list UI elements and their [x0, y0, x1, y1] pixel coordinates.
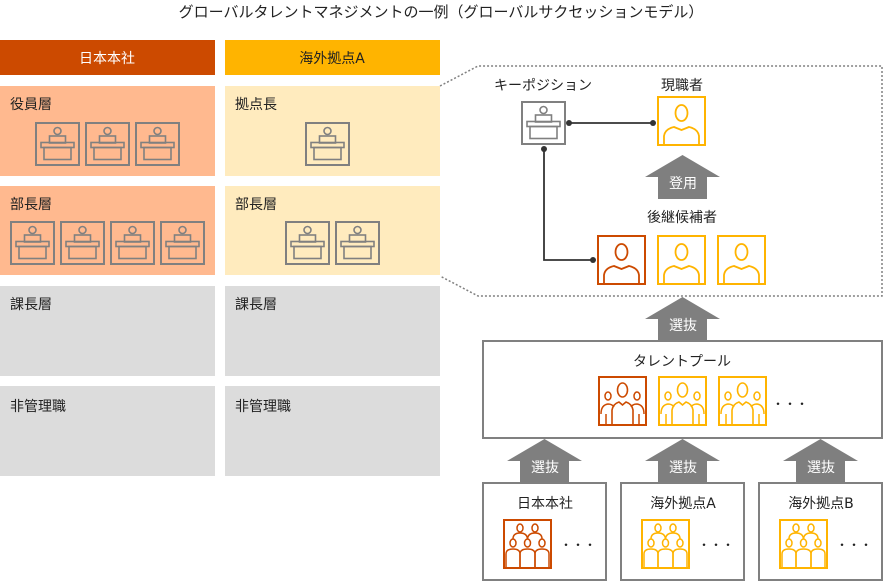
select-label: 選抜 [669, 460, 697, 476]
row-label: 課長層 [235, 297, 277, 313]
succession-callout: キーポジション 現職者 登用 後継候補者 [439, 65, 883, 297]
person-icon [657, 235, 706, 285]
person-icon [597, 235, 646, 285]
column-header: 日本本社 [79, 51, 135, 67]
ellipsis: ・・・ [772, 397, 808, 411]
promote-label: 登用 [669, 176, 697, 192]
source-overseas-b: 選抜 海外拠点B ・・・ [758, 439, 883, 581]
key-position-label: キーポジション [494, 78, 592, 94]
select-label: 選抜 [807, 460, 835, 476]
source-label: 海外拠点B [788, 496, 854, 512]
source-overseas-a: 選抜 海外拠点A ・・・ [620, 439, 745, 581]
talent-pool: 選抜 タレントプール ・・・ [482, 297, 883, 439]
row-label: 部長層 [235, 197, 277, 213]
ellipsis: ・・・ [560, 538, 596, 552]
key-position-icon [521, 101, 566, 145]
person-icon [717, 235, 766, 285]
row-label: 部長層 [10, 197, 52, 213]
row-label: 拠点長 [235, 97, 277, 113]
select-label: 選抜 [669, 318, 697, 334]
column-japan-hq: 日本本社 役員層 部長層 課長層 非管理職 [0, 40, 215, 476]
row-label: 非管理職 [235, 399, 291, 415]
row-label: 課長層 [10, 297, 52, 313]
ellipsis: ・・・ [836, 538, 872, 552]
ellipsis: ・・・ [698, 538, 734, 552]
successors-label: 後継候補者 [647, 210, 717, 226]
diagram-title: グローバルタレントマネジメントの一例（グローバルサクセッションモデル） [179, 3, 704, 21]
incumbent-label: 現職者 [661, 78, 703, 94]
row-label: 非管理職 [10, 399, 66, 415]
source-label: 海外拠点A [650, 496, 716, 512]
person-icon [657, 96, 706, 146]
row-label: 役員層 [10, 97, 52, 113]
column-header: 海外拠点A [299, 51, 365, 67]
column-overseas-a: 海外拠点A 拠点長 部長層 課長層 非管理職 [225, 40, 440, 476]
source-japan-hq: 選抜 日本本社 ・・・ [482, 439, 607, 581]
source-label: 日本本社 [517, 496, 573, 512]
select-label: 選抜 [531, 460, 559, 476]
talent-pool-label: タレントプール [633, 354, 731, 370]
